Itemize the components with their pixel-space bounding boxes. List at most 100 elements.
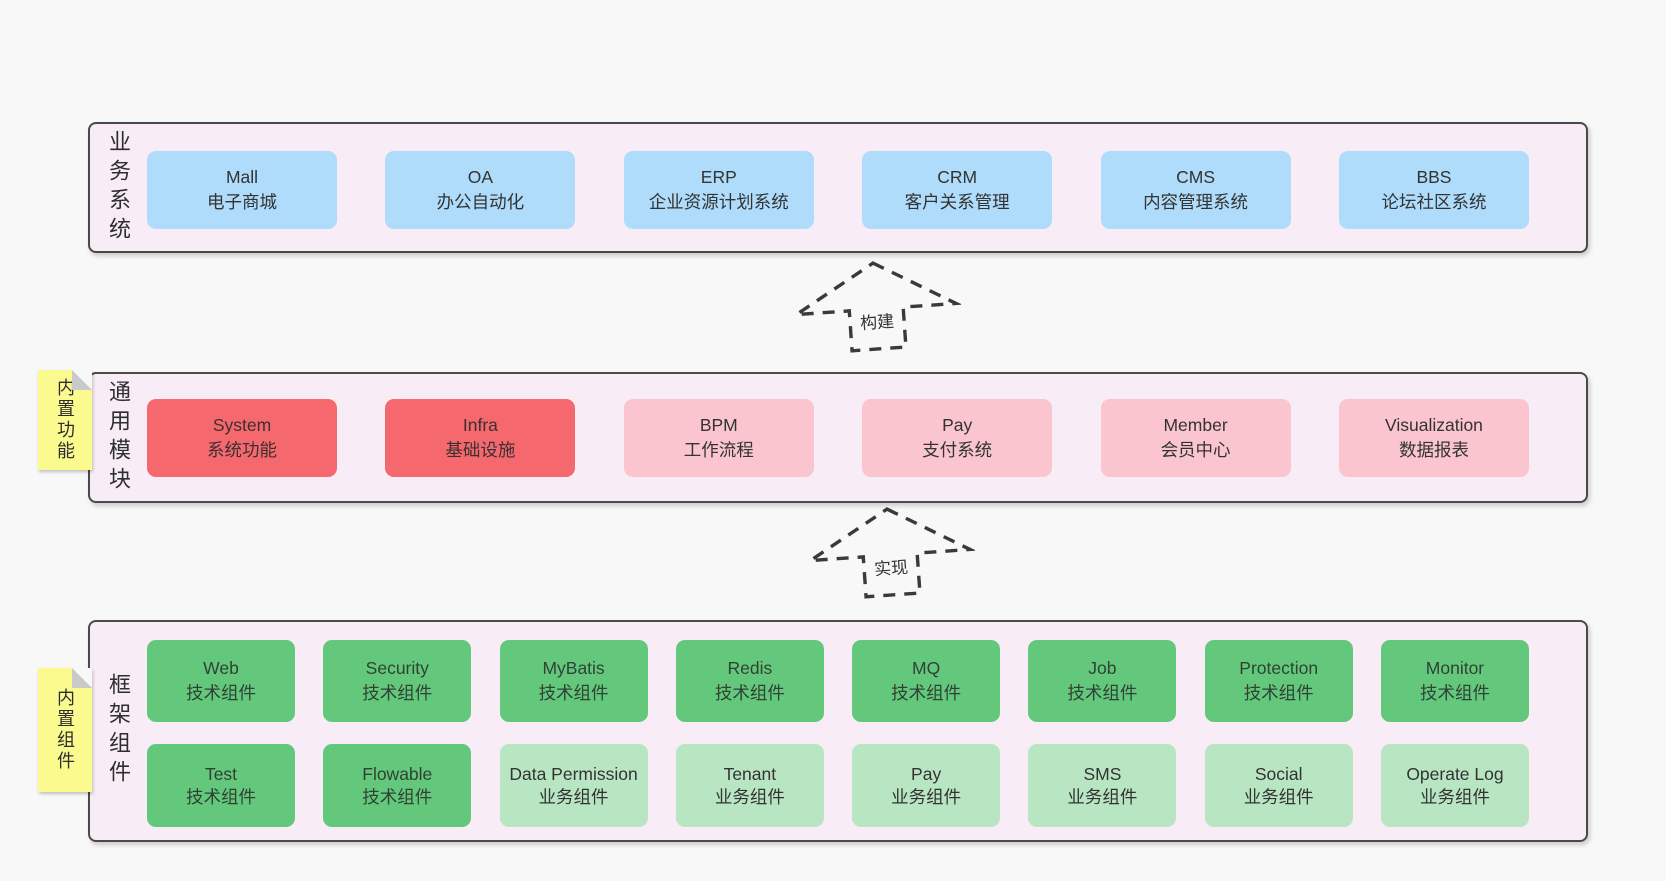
panel-label-business-systems: 业务系统 bbox=[106, 129, 131, 246]
box-subtitle: 内容管理系统 bbox=[1143, 192, 1249, 212]
implement-arrow-label: 实现 bbox=[870, 552, 912, 581]
box-subtitle: 业务组件 bbox=[538, 786, 609, 807]
box-title: Tenant bbox=[723, 763, 777, 784]
box-redis: Redis 技术组件 bbox=[675, 640, 824, 722]
box-subtitle: 技术组件 bbox=[1419, 683, 1490, 703]
box-subtitle: 工作流程 bbox=[683, 440, 754, 460]
box-title: MQ bbox=[912, 658, 941, 679]
box-title: ERP bbox=[700, 167, 737, 188]
box-title: Operate Log bbox=[1406, 763, 1504, 784]
box-subtitle: 技术组件 bbox=[186, 786, 256, 807]
box-subtitle: 技术组件 bbox=[891, 683, 962, 703]
box-title: MyBatis bbox=[542, 658, 605, 679]
box-title: Monitor bbox=[1425, 658, 1485, 679]
box-pay-module: Pay 支付系统 bbox=[862, 399, 1053, 477]
box-title: Security bbox=[365, 658, 429, 679]
box-subtitle: 业务组件 bbox=[1419, 786, 1490, 807]
box-title: BPM bbox=[699, 415, 738, 436]
panel-common-modules: 通用模块 System 系统功能 Infra 基础设施 BPM 工作流程 Pay… bbox=[88, 372, 1588, 503]
box-erp: ERP 企业资源计划系统 bbox=[623, 151, 814, 229]
box-web: Web 技术组件 bbox=[147, 640, 295, 722]
box-subtitle: 企业资源计划系统 bbox=[648, 192, 789, 212]
box-subtitle: 技术组件 bbox=[186, 683, 256, 703]
box-subtitle: 技术组件 bbox=[362, 683, 433, 703]
sticky-note-built-in-components: 内置组件 bbox=[38, 668, 92, 792]
implement-arrow-up-icon: 实现 bbox=[802, 500, 978, 604]
box-subtitle: 数据报表 bbox=[1398, 440, 1469, 460]
panel-framework-components: 框架组件 Web 技术组件 Security 技术组件 MyBatis 技术组件… bbox=[88, 620, 1588, 842]
box-flowable: Flowable 技术组件 bbox=[323, 744, 472, 827]
box-title: Pay bbox=[942, 415, 973, 436]
box-system: System 系统功能 bbox=[147, 399, 337, 477]
box-title: CRM bbox=[937, 167, 978, 188]
dashed-block-arrow-icon bbox=[790, 261, 963, 353]
folded-corner-icon bbox=[72, 370, 92, 390]
box-subtitle: 基础设施 bbox=[445, 440, 516, 460]
box-social: Social 业务组件 bbox=[1204, 744, 1353, 827]
box-job: Job 技术组件 bbox=[1028, 640, 1177, 722]
folded-corner-icon bbox=[72, 668, 92, 688]
box-sms: SMS 业务组件 bbox=[1028, 744, 1177, 827]
box-oa: OA 办公自动化 bbox=[385, 151, 576, 229]
box-mall: Mall 电子商城 bbox=[147, 151, 337, 229]
box-subtitle: 会员中心 bbox=[1160, 440, 1231, 460]
box-bpm: BPM 工作流程 bbox=[623, 399, 814, 477]
box-pay-component: Pay 业务组件 bbox=[852, 744, 1001, 827]
box-title: Social bbox=[1254, 763, 1303, 784]
box-subtitle: 技术组件 bbox=[714, 683, 785, 703]
sticky-note-text: 内置组件 bbox=[55, 688, 75, 772]
box-title: Data Permission bbox=[509, 763, 638, 784]
box-tenant: Tenant 业务组件 bbox=[675, 744, 824, 827]
box-title: Infra bbox=[462, 415, 498, 436]
box-subtitle: 办公自动化 bbox=[436, 192, 525, 212]
panel-label-common-modules: 通用模块 bbox=[106, 379, 131, 496]
framework-components-row-1: Web 技术组件 Security 技术组件 MyBatis 技术组件 Redi… bbox=[147, 640, 1529, 722]
box-infra: Infra 基础设施 bbox=[385, 399, 576, 477]
build-arrow-up-icon: 构建 bbox=[788, 254, 964, 358]
business-systems-box-row: Mall 电子商城 OA 办公自动化 ERP 企业资源计划系统 CRM 客户关系… bbox=[147, 151, 1529, 229]
box-mq: MQ 技术组件 bbox=[852, 640, 1001, 722]
box-title: Job bbox=[1088, 658, 1117, 679]
box-title: Flowable bbox=[362, 763, 433, 784]
box-title: CMS bbox=[1176, 167, 1215, 188]
sticky-note-text: 内置功能 bbox=[55, 378, 75, 462]
box-title: SMS bbox=[1083, 763, 1122, 784]
box-bbs: BBS 论坛社区系统 bbox=[1338, 151, 1529, 229]
box-title: Pay bbox=[911, 763, 942, 784]
box-data-permission: Data Permission 业务组件 bbox=[499, 744, 648, 827]
dashed-block-arrow-icon bbox=[804, 507, 977, 599]
framework-components-row-2: Test 技术组件 Flowable 技术组件 Data Permission … bbox=[147, 744, 1529, 827]
box-subtitle: 支付系统 bbox=[922, 440, 993, 460]
box-visualization: Visualization 数据报表 bbox=[1338, 399, 1529, 477]
box-operate-log: Operate Log 业务组件 bbox=[1380, 744, 1529, 827]
box-title: Mall bbox=[225, 167, 259, 188]
box-subtitle: 业务组件 bbox=[714, 786, 785, 807]
box-title: Member bbox=[1163, 415, 1228, 436]
panel-business-systems: 业务系统 Mall 电子商城 OA 办公自动化 ERP 企业资源计划系统 CRM… bbox=[88, 122, 1588, 253]
box-member: Member 会员中心 bbox=[1100, 399, 1291, 477]
box-security: Security 技术组件 bbox=[323, 640, 472, 722]
panel-label-framework-components: 框架组件 bbox=[106, 673, 131, 789]
sticky-note-built-in-features: 内置功能 bbox=[38, 370, 92, 470]
box-subtitle: 电子商城 bbox=[207, 192, 277, 212]
box-subtitle: 技术组件 bbox=[1243, 683, 1314, 703]
box-subtitle: 业务组件 bbox=[891, 786, 962, 807]
box-title: Web bbox=[203, 658, 239, 679]
box-subtitle: 系统功能 bbox=[207, 440, 277, 460]
box-title: Protection bbox=[1239, 658, 1319, 679]
box-test: Test 技术组件 bbox=[147, 744, 295, 827]
box-subtitle: 业务组件 bbox=[1243, 786, 1314, 807]
box-subtitle: 客户关系管理 bbox=[904, 192, 1010, 212]
box-subtitle: 论坛社区系统 bbox=[1381, 192, 1487, 212]
common-modules-box-row: System 系统功能 Infra 基础设施 BPM 工作流程 Pay 支付系统… bbox=[147, 399, 1529, 477]
box-title: System bbox=[212, 415, 272, 436]
box-protection: Protection 技术组件 bbox=[1204, 640, 1353, 722]
box-monitor: Monitor 技术组件 bbox=[1380, 640, 1529, 722]
box-subtitle: 技术组件 bbox=[538, 683, 609, 703]
build-arrow-label: 构建 bbox=[856, 306, 898, 335]
box-crm: CRM 客户关系管理 bbox=[862, 151, 1053, 229]
box-title: BBS bbox=[1416, 167, 1452, 188]
box-title: OA bbox=[467, 167, 494, 188]
box-title: Redis bbox=[727, 658, 773, 679]
